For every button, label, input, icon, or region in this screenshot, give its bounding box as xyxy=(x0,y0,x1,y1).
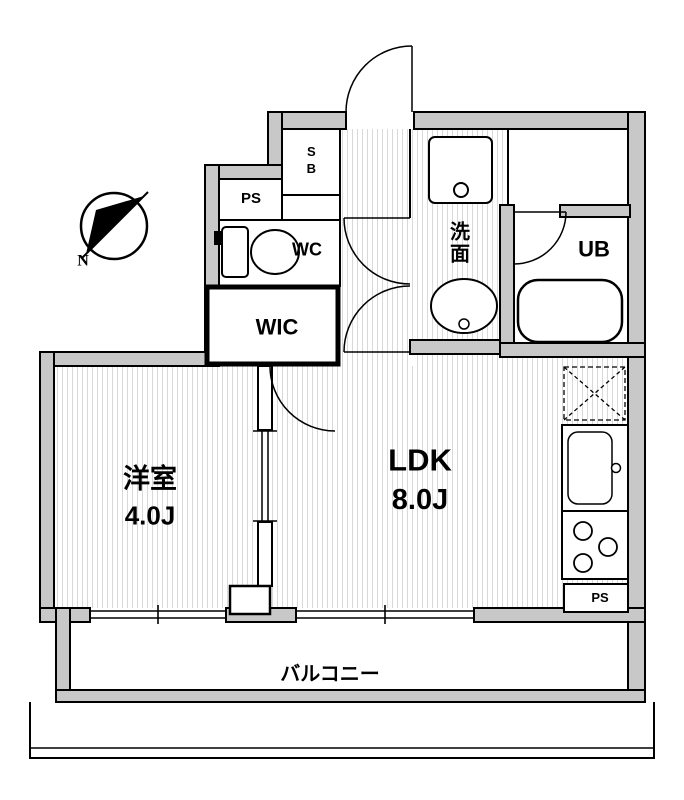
western-room-top-wall xyxy=(39,351,220,367)
western-room-name: 洋室 xyxy=(123,463,177,494)
balcony-bottom-wall xyxy=(55,689,646,703)
pipe-space-lower-box xyxy=(563,583,629,613)
western-room-floor xyxy=(54,366,258,608)
doors xyxy=(269,45,567,432)
partition-upper xyxy=(257,365,273,431)
hallway-door-arc-lower xyxy=(343,285,411,353)
compass-north-label: N xyxy=(77,252,89,270)
bathtub-icon xyxy=(516,278,624,344)
ldk-window xyxy=(295,605,475,624)
wic-outline xyxy=(204,284,341,367)
partition-lower xyxy=(257,521,273,587)
ldk-size: 8.0J xyxy=(391,483,449,516)
bath-door-arc xyxy=(513,211,567,265)
washroom-label: 洗面 xyxy=(446,221,469,265)
pipe-space-upper-label: PS xyxy=(240,190,262,208)
wic-label: WIC xyxy=(255,314,299,340)
refrigerator-space-icon xyxy=(563,366,626,421)
sliding-door-icon xyxy=(253,430,277,522)
left-wall-lower xyxy=(39,351,55,623)
entry-door-arc xyxy=(345,45,413,113)
stove-icon xyxy=(561,510,629,580)
hallway-door-arc-upper xyxy=(343,217,411,285)
washing-machine-icon xyxy=(428,136,493,204)
ldk-door-arc xyxy=(269,365,336,432)
structural-walls xyxy=(39,111,646,703)
top-wall-right xyxy=(413,111,631,130)
compass-north-icon xyxy=(79,191,149,261)
room-partition xyxy=(228,365,277,616)
ldk-name: LDK xyxy=(388,442,452,478)
unit-bath-label: UB xyxy=(578,236,610,262)
pillar-box xyxy=(228,584,272,616)
balcony-label: バルコニー xyxy=(280,663,380,686)
shoe-box-label: SB xyxy=(303,144,319,178)
balcony-left-wall xyxy=(55,607,71,703)
hallway-floor xyxy=(340,129,410,366)
windows xyxy=(89,605,475,624)
washroom-bottom-wall xyxy=(409,339,509,355)
pipe-space-lower-label: PS xyxy=(591,590,609,606)
bath-top-wall xyxy=(559,204,631,218)
wash-basin-icon xyxy=(430,278,498,334)
western-room-window xyxy=(89,605,227,624)
toilet-icon xyxy=(214,226,300,278)
western-room-size: 4.0J xyxy=(124,500,176,531)
fixtures xyxy=(214,136,629,613)
bath-bottom-wall xyxy=(499,342,646,358)
toilet-label: WC xyxy=(292,239,322,260)
bath-left-wall xyxy=(499,204,515,358)
balcony-railing xyxy=(29,702,655,759)
kitchen-sink-icon xyxy=(561,424,629,512)
